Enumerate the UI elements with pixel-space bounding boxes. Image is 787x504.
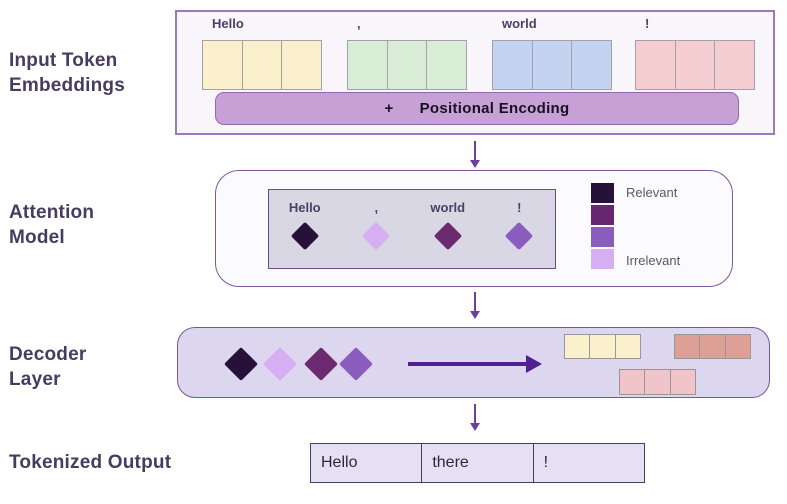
down-arrow-icon: [470, 292, 480, 319]
tokenized-output-table: Hello there !: [310, 443, 645, 483]
legend-swatch: [591, 227, 614, 247]
embedding-cell: [615, 335, 640, 358]
embedding-cell: [675, 335, 701, 358]
attention-tokens-panel: Hello , world !: [268, 189, 556, 269]
embedding-cell: [715, 41, 755, 89]
token-group-hello: Hello: [202, 16, 322, 90]
embedding-cell: [348, 41, 388, 89]
embedding-cell: [645, 370, 671, 394]
embedding-cell: [493, 41, 533, 89]
tokenized-output-title: Tokenized Output: [9, 452, 172, 473]
embedding-cells-exclaim: [635, 40, 755, 90]
input-embeddings-box: Hello , world !: [175, 10, 775, 135]
relevance-diamond-icon: [433, 221, 462, 251]
legend-label-irrelevant: Irrelevant: [626, 253, 681, 268]
decoder-output-cells-rose: [619, 369, 696, 395]
embedding-cell: [670, 370, 695, 394]
decoder-diamond-icon: [339, 347, 373, 381]
embedding-cell: [565, 335, 591, 358]
token-group-comma: ,: [347, 16, 467, 90]
down-arrow-icon: [470, 404, 480, 431]
embedding-cell: [427, 41, 467, 89]
embedding-cell: [620, 370, 646, 394]
token-label: ,: [374, 200, 379, 215]
decoder-layer-box: [177, 327, 770, 398]
embedding-cell: [590, 335, 616, 358]
relevance-legend: [591, 183, 614, 271]
token-label: Hello: [288, 200, 321, 215]
positional-encoding-bar: + Positional Encoding: [215, 92, 739, 125]
attention-token-exclaim: !: [489, 190, 549, 251]
token-label: world: [502, 16, 537, 31]
output-cell: there: [422, 444, 534, 482]
embedding-cells-hello: [202, 40, 322, 90]
relevance-diamond-icon: [505, 221, 534, 251]
relevance-diamond-icon: [290, 221, 319, 251]
embedding-cell: [572, 41, 612, 89]
attention-model-title: Attention Model: [9, 202, 95, 248]
token-label: ,: [357, 16, 361, 31]
relevance-diamond-icon: [362, 221, 391, 251]
output-cell: !: [543, 454, 549, 471]
decoder-diamond-icon: [304, 347, 338, 381]
token-label: !: [645, 16, 650, 31]
embedding-cell: [282, 41, 322, 89]
embedding-cell: [675, 41, 716, 89]
embedding-cell: [532, 41, 573, 89]
embedding-cell: [636, 41, 676, 89]
embedding-cell: [725, 335, 750, 358]
token-label: world: [430, 200, 466, 215]
down-arrow-icon: [470, 141, 480, 168]
attention-token-world: world: [418, 190, 478, 251]
decoder-output-cells-salmon: [674, 334, 751, 359]
legend-swatch-relevant: [591, 183, 614, 203]
decoder-diamond-icon: [263, 347, 297, 381]
attention-token-comma: ,: [346, 190, 406, 251]
attention-token-hello: Hello: [275, 190, 335, 251]
legend-label-relevant: Relevant: [626, 185, 678, 200]
embedding-cell: [242, 41, 283, 89]
embedding-cell: [700, 335, 726, 358]
decoder-output-cells-yellow: [564, 334, 641, 359]
legend-swatch-irrelevant: [591, 249, 614, 269]
token-label: Hello: [212, 16, 244, 31]
token-group-exclaim: !: [635, 16, 755, 90]
legend-swatch: [591, 205, 614, 225]
attention-model-box: Hello , world ! Relevant Irrelevant: [215, 170, 733, 287]
decoder-diamond-icon: [224, 347, 258, 381]
output-cell: Hello: [311, 444, 423, 482]
positional-encoding-label: Positional Encoding: [419, 100, 570, 117]
embedding-cell: [387, 41, 428, 89]
embedding-cells-comma: [347, 40, 467, 90]
plus-sign: +: [384, 100, 394, 117]
token-group-world: world: [492, 16, 612, 90]
right-arrow-icon: [408, 355, 542, 373]
input-embeddings-title: Input Token Embeddings: [9, 50, 126, 96]
token-label: !: [517, 200, 522, 215]
embedding-cells-world: [492, 40, 612, 90]
decoder-layer-title: Decoder Layer: [9, 344, 87, 390]
embedding-cell: [203, 41, 243, 89]
